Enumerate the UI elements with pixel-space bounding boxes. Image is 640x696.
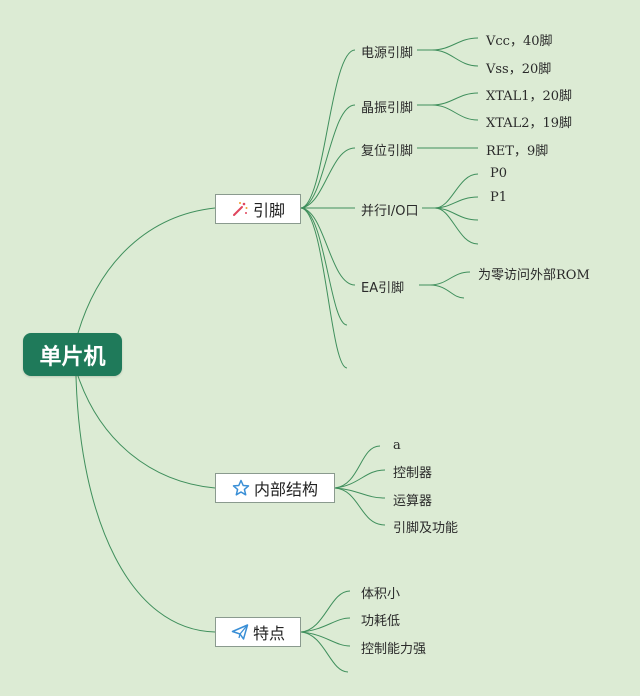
magic-wand-icon — [231, 200, 249, 218]
leaf-controller[interactable]: 控制器 — [393, 466, 433, 481]
branch-internal-label: 内部结构 — [253, 480, 318, 499]
node-power-pins[interactable]: 电源引脚 — [361, 46, 414, 61]
leaf-xtal2[interactable]: XTAL2，19脚 — [486, 116, 573, 131]
branch-pins-label: 引脚 — [252, 201, 285, 220]
leaf-small-size[interactable]: 体积小 — [361, 587, 401, 602]
branch-internal[interactable]: 内部结构 — [215, 473, 335, 503]
node-parallel-io[interactable]: 并行I/O口 — [361, 204, 419, 219]
leaf-vcc[interactable]: Vcc，40脚 — [486, 34, 553, 49]
paper-plane-icon — [231, 623, 249, 641]
leaf-ret[interactable]: RET，9脚 — [486, 144, 549, 159]
branch-pins[interactable]: 引脚 — [215, 194, 301, 224]
leaf-xtal1[interactable]: XTAL1，20脚 — [486, 89, 573, 104]
root-node[interactable]: 单片机 — [23, 333, 122, 376]
branch-features[interactable]: 特点 — [215, 617, 301, 647]
leaf-vss[interactable]: Vss，20脚 — [486, 62, 552, 77]
leaf-p0[interactable]: P0 — [490, 166, 508, 181]
node-reset-pin[interactable]: 复位引脚 — [361, 144, 414, 159]
branch-features-label: 特点 — [252, 624, 285, 643]
leaf-pins-functions[interactable]: 引脚及功能 — [393, 521, 459, 536]
leaf-strong-control[interactable]: 控制能力强 — [361, 642, 427, 657]
star-icon — [232, 479, 250, 497]
leaf-low-power[interactable]: 功耗低 — [361, 614, 401, 629]
leaf-ea-zero[interactable]: 为零访问外部ROM — [478, 268, 590, 283]
node-crystal-pins[interactable]: 晶振引脚 — [361, 101, 414, 116]
root-label: 单片机 — [39, 344, 106, 370]
leaf-p1[interactable]: P1 — [490, 190, 508, 205]
leaf-alu[interactable]: 运算器 — [393, 494, 433, 509]
node-ea-pin[interactable]: EA引脚 — [361, 281, 405, 296]
leaf-internal-a[interactable]: a — [393, 438, 401, 453]
